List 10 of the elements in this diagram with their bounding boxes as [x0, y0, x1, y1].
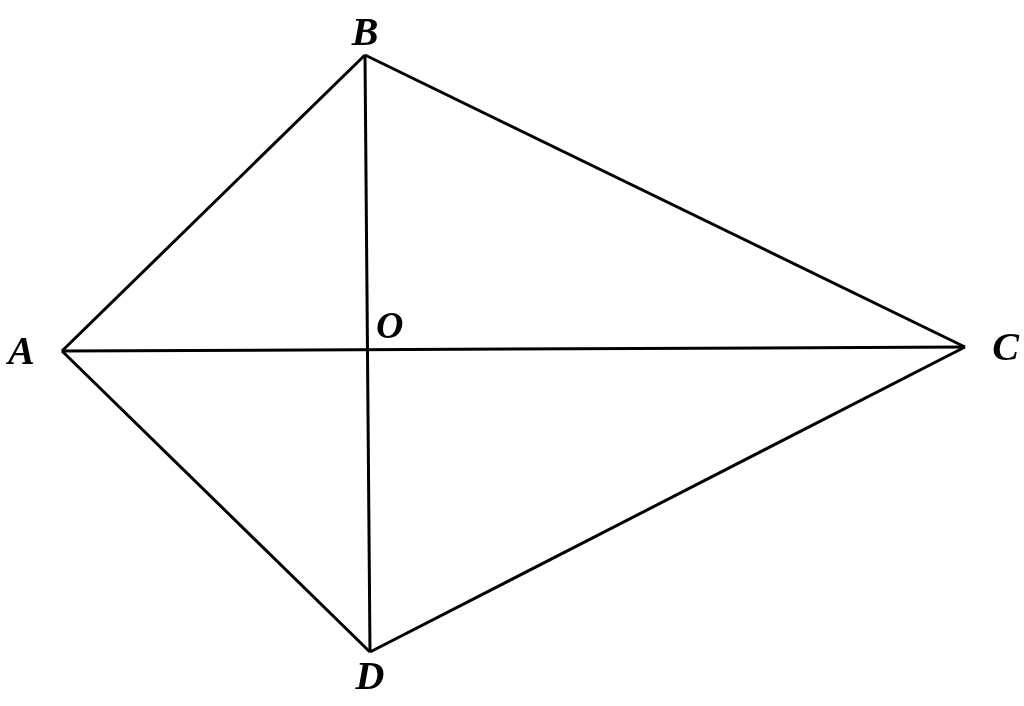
vertex-label: B — [351, 11, 379, 52]
point-label: O — [376, 306, 404, 344]
line-segment — [363, 55, 372, 652]
line-segment — [60, 349, 372, 654]
vertex-label: D — [355, 656, 385, 696]
line-segment — [60, 53, 367, 353]
vertex-label: A — [8, 331, 35, 371]
line-segment — [364, 53, 966, 349]
vertex-label: C — [992, 327, 1019, 367]
line-segment — [62, 345, 965, 353]
